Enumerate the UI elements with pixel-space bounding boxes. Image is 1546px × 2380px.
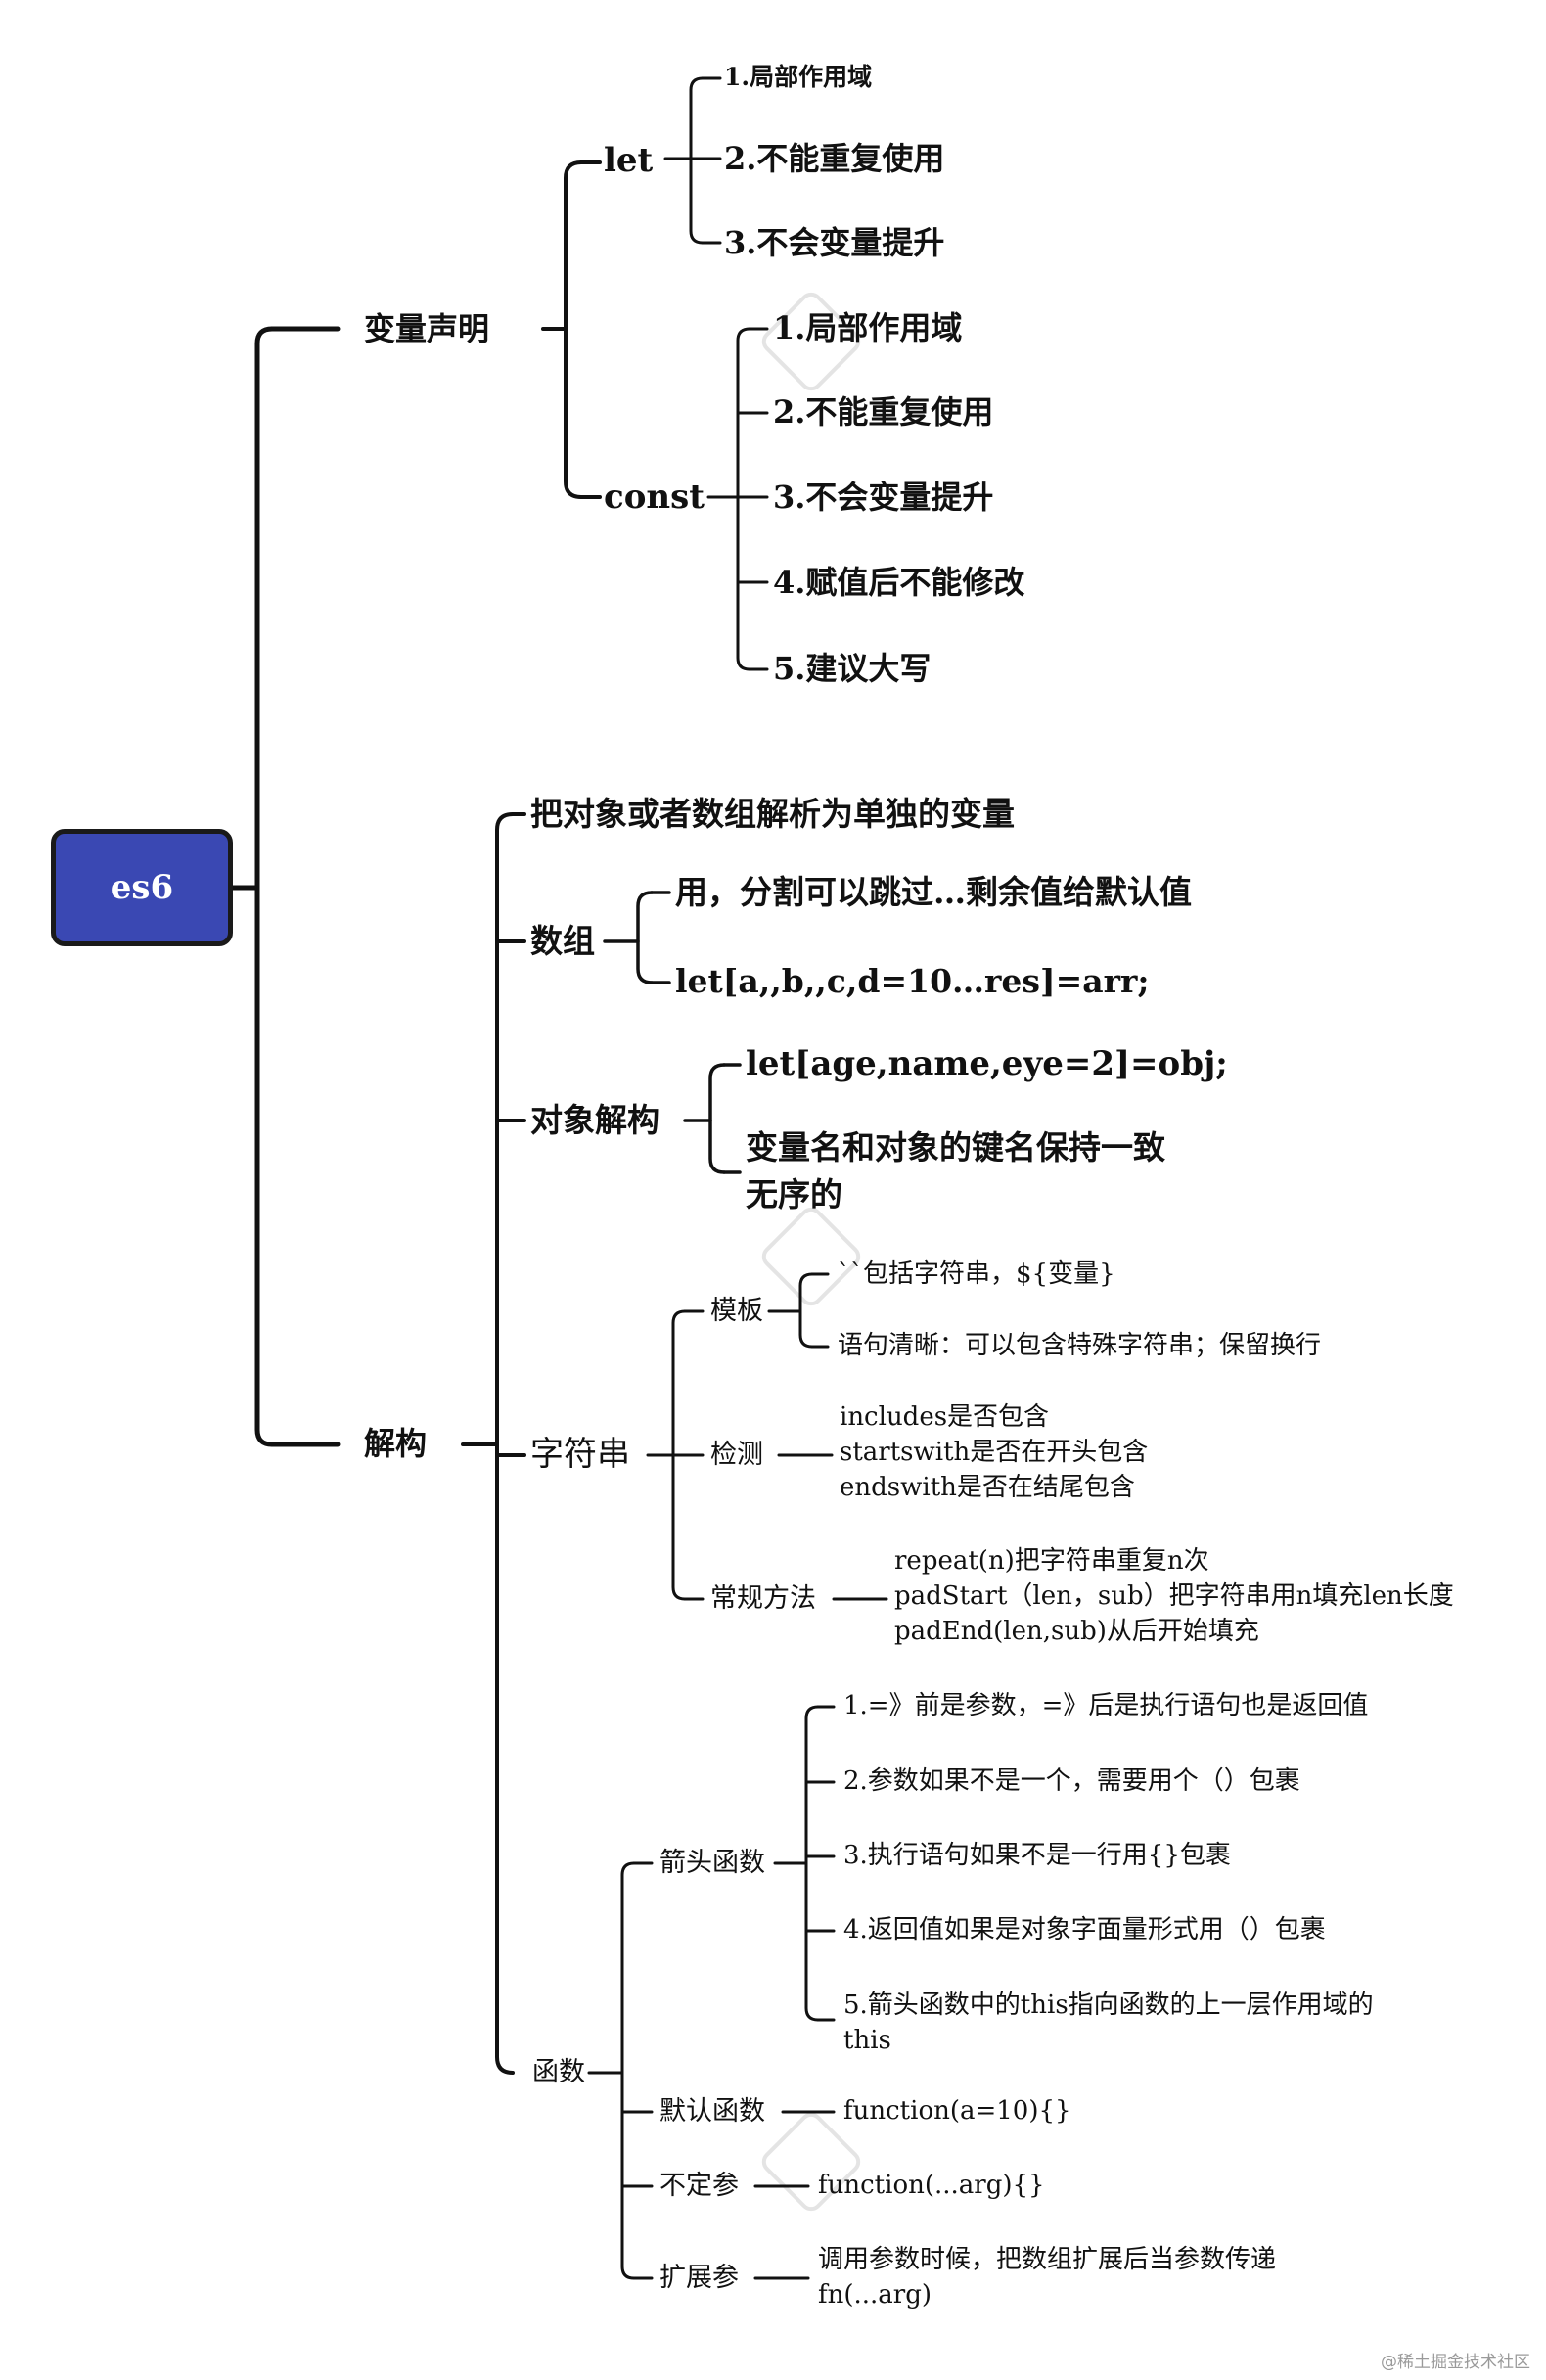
- const-item-3[interactable]: 3.不会变量提升: [773, 479, 994, 516]
- watermark-text: @稀土掘金技术社区: [1381, 2353, 1530, 2372]
- node-default-function[interactable]: 默认函数: [659, 2096, 765, 2127]
- arrow-item-4[interactable]: 4.返回值如果是对象字面量形式用（）包裹: [843, 1915, 1326, 1945]
- const-item-5[interactable]: 5.建议大写: [773, 650, 932, 687]
- node-let[interactable]: let: [604, 141, 654, 180]
- node-arrow-function[interactable]: 箭头函数: [659, 1848, 765, 1878]
- detect-line-1[interactable]: includes是否包含: [840, 1402, 1050, 1432]
- detect-line-2[interactable]: startswith是否在开头包含: [840, 1438, 1149, 1467]
- methods-line-1[interactable]: repeat(n)把字符串重复n次: [894, 1546, 1209, 1576]
- node-rest-params[interactable]: 不定参: [659, 2171, 739, 2201]
- default-function-value[interactable]: function(a=10){}: [843, 2096, 1071, 2126]
- object-item-2[interactable]: 变量名和对象的键名保持一致: [746, 1128, 1165, 1167]
- node-common-methods[interactable]: 常规方法: [710, 1583, 816, 1614]
- arrow-item-3[interactable]: 3.执行语句如果不是一行用{}包裹: [843, 1841, 1231, 1870]
- object-item-3[interactable]: 无序的: [746, 1175, 842, 1213]
- node-const[interactable]: const: [604, 478, 705, 517]
- const-item-4[interactable]: 4.赋值后不能修改: [773, 564, 1025, 601]
- arrow-item-5-cont[interactable]: this: [843, 2026, 891, 2055]
- let-item-1[interactable]: 1.局部作用域: [724, 63, 873, 91]
- spread-line-1[interactable]: 调用参数时候，把数组扩展后当参数传递: [818, 2245, 1277, 2274]
- arrow-item-5[interactable]: 5.箭头函数中的this指向函数的上一层作用域的: [843, 1991, 1374, 2020]
- node-destructuring[interactable]: 解构: [364, 1425, 428, 1462]
- node-detect[interactable]: 检测: [710, 1440, 763, 1470]
- template-item-1[interactable]: ``包括字符串，${变量}: [838, 1259, 1115, 1289]
- template-item-2[interactable]: 语句清晰：可以包含特殊字符串；保留换行: [838, 1331, 1322, 1360]
- node-function[interactable]: 函数: [532, 2057, 585, 2087]
- array-item-1[interactable]: 用，分割可以跳过…剩余值给默认值: [675, 873, 1192, 911]
- root-node-es6[interactable]: es6: [51, 829, 233, 946]
- const-item-1[interactable]: 1.局部作用域: [773, 309, 963, 346]
- object-item-1[interactable]: let[age,name,eye=2]=obj;: [746, 1044, 1228, 1083]
- arrow-item-2[interactable]: 2.参数如果不是一个，需要用个（）包裹: [843, 1766, 1300, 1796]
- node-variable-declaration[interactable]: 变量声明: [364, 310, 490, 347]
- node-array[interactable]: 数组: [530, 922, 595, 960]
- node-spread-params[interactable]: 扩展参: [659, 2263, 739, 2293]
- detect-line-3[interactable]: endswith是否在结尾包含: [840, 1473, 1135, 1502]
- let-item-2[interactable]: 2.不能重复使用: [724, 140, 945, 177]
- node-template[interactable]: 模板: [710, 1296, 763, 1326]
- spread-line-2[interactable]: fn(...arg): [818, 2280, 932, 2310]
- array-item-2[interactable]: let[a,,b,,c,d=10…res]=arr;: [675, 962, 1150, 1000]
- const-item-2[interactable]: 2.不能重复使用: [773, 393, 994, 431]
- let-item-3[interactable]: 3.不会变量提升: [724, 224, 945, 261]
- rest-params-value[interactable]: function(...arg){}: [818, 2171, 1045, 2200]
- node-object-destructuring[interactable]: 对象解构: [530, 1101, 659, 1139]
- methods-line-2[interactable]: padStart（len，sub）把字符串用n填充len长度: [894, 1581, 1454, 1611]
- methods-line-3[interactable]: padEnd(len,sub)从后开始填充: [894, 1617, 1259, 1646]
- destructuring-intro[interactable]: 把对象或者数组解析为单独的变量: [530, 795, 1015, 833]
- node-string[interactable]: 字符串: [530, 1435, 630, 1474]
- arrow-item-1[interactable]: 1.=》前是参数，=》后是执行语句也是返回值: [843, 1691, 1369, 1720]
